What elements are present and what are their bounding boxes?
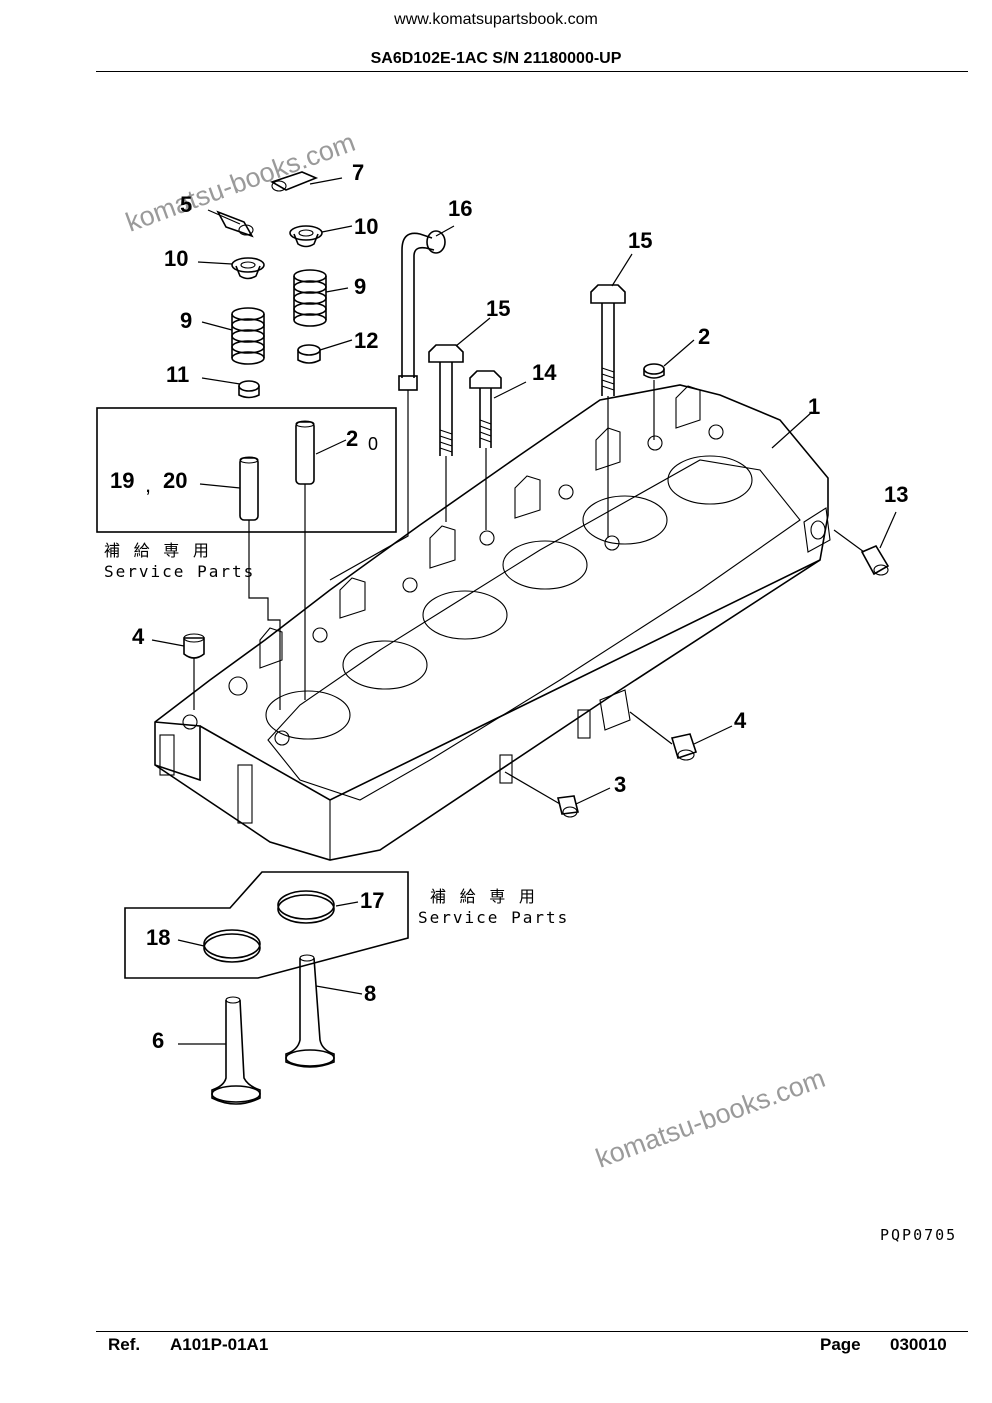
part-14-bolt [469,370,502,448]
header-url: www.komatsupartsbook.com [394,11,598,28]
watermark-bottom: komatsu-books.com [592,1063,829,1174]
callout-4-left: 4 [132,624,145,649]
callout-16: 16 [448,196,472,221]
part-6-valve [211,996,261,1105]
callout-2: 2 [698,324,710,349]
footer-page-value: 030010 [890,1335,947,1354]
service-note-jp-1: 補 給 専 用 [104,541,211,560]
service-box-seats [124,871,409,979]
callout-19: 19 [110,468,134,493]
callout-2-guide-suffix: 0 [368,434,378,454]
callout-3: 3 [614,772,626,797]
callout-14: 14 [532,360,557,385]
callout-5: 5 [180,192,192,217]
part-9-spring-right [293,269,327,327]
part-18-valve-seat [203,929,261,963]
part-4-plug-left [183,633,205,659]
part-11-seal [238,380,260,399]
callout-9-left: 9 [180,308,192,333]
callout-19-20-separator: , [145,472,151,497]
callout-13: 13 [884,482,908,507]
part-17-valve-seat [277,890,335,924]
page-title: SA6D102E-1AC S/N 21180000-UP [370,50,622,67]
callout-4-right: 4 [734,708,747,733]
part-2-plug [643,363,665,379]
part-12-seal [297,344,321,364]
callout-18: 18 [146,925,170,950]
callout-15-left: 15 [486,296,510,321]
part-7-collet [270,171,319,192]
callout-10-right: 10 [354,214,378,239]
callout-1: 1 [808,394,820,419]
part-10-retainer-left [231,257,265,280]
callout-11: 11 [166,362,189,387]
leader-lines [151,177,897,1045]
callout-10-left: 10 [164,246,188,271]
part-16-tube [398,230,446,391]
callout-15-right: 15 [628,228,652,253]
callout-8: 8 [364,981,376,1006]
part-4-plug-right [670,733,698,761]
part-3-plug [557,795,579,818]
service-note-jp-2: 補 給 専 用 [430,887,537,906]
service-note-en-2: Service Parts [418,908,569,927]
part-19-20-valve-guide [239,420,315,521]
callout-7: 7 [352,160,364,185]
part-8-valve [285,954,335,1068]
part-9-spring-left [231,307,265,365]
callout-17: 17 [360,888,384,913]
footer-rule [96,1331,968,1332]
callout-6: 6 [152,1028,164,1053]
footer-ref-label: Ref. [108,1335,141,1354]
service-note-en-1: Service Parts [104,562,255,581]
callout-12: 12 [354,328,378,353]
part-13-plug [860,544,890,576]
drawing-code: PQP0705 [880,1226,957,1244]
header-rule [96,71,968,72]
callout-9-right: 9 [354,274,366,299]
footer-page-label: Page [820,1335,861,1354]
callout-2-guide: 2 [346,426,358,451]
part-10-retainer-right [289,225,323,248]
part-15-bolt-left [428,344,464,456]
callout-20: 20 [163,468,187,493]
part-5-collet [216,210,254,238]
footer-ref-value: A101P-01A1 [170,1335,269,1354]
service-box-guides [96,407,397,533]
part-15-bolt-right [590,284,626,396]
part-1-cylinder-head [154,384,831,861]
